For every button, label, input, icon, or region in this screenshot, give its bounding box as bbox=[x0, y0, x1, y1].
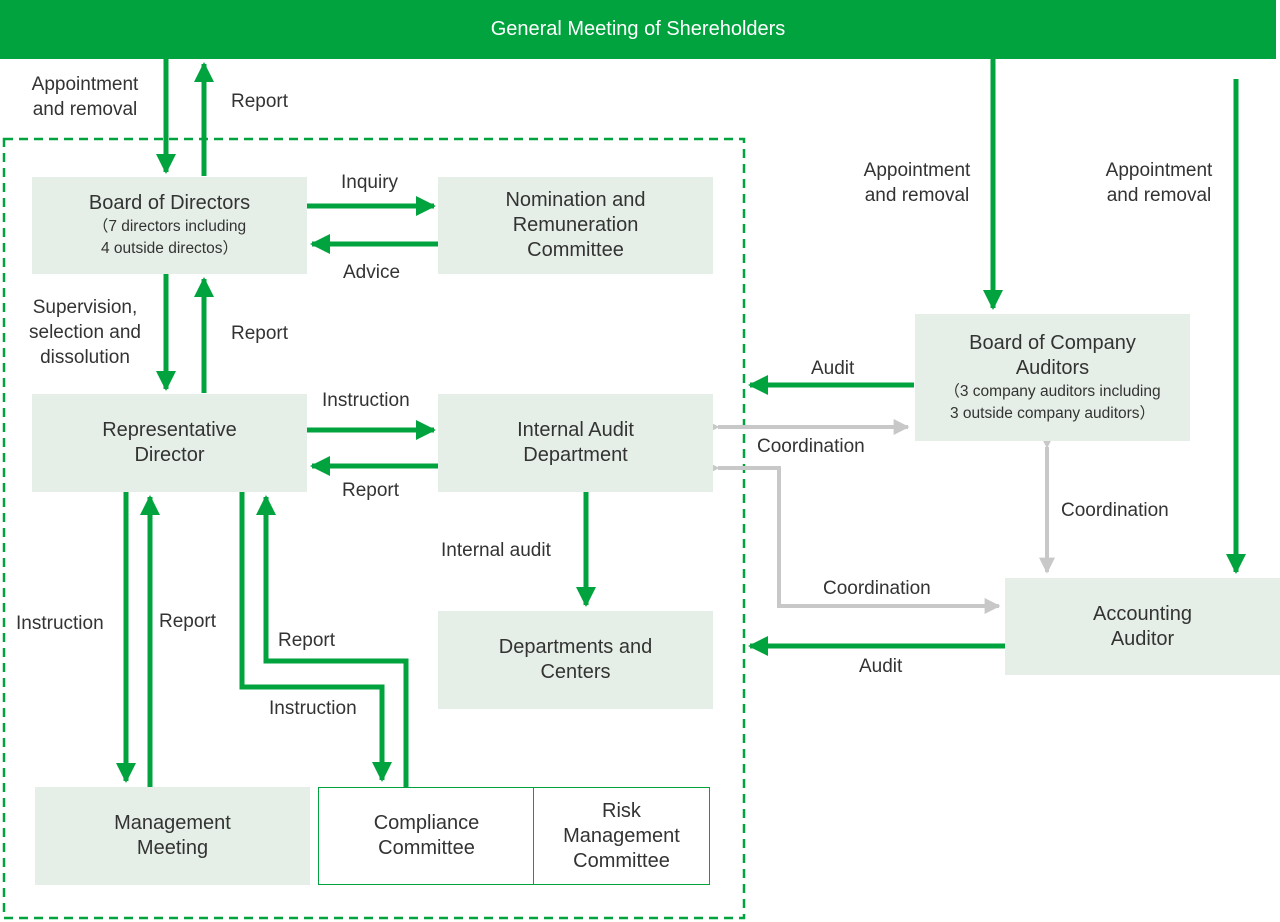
label-supervision: Supervision, selection and dissolution bbox=[20, 295, 150, 370]
management-line-1: Management bbox=[114, 812, 231, 834]
representative-line-2: Director bbox=[134, 444, 205, 466]
label-report-audit: Report bbox=[342, 480, 400, 501]
label-instruction-audit: Instruction bbox=[322, 390, 410, 411]
label-report-mgmt: Report bbox=[159, 611, 217, 632]
auditors-note-1: （3 company auditors including bbox=[944, 382, 1161, 400]
departments-box: Departments and Centers bbox=[438, 611, 713, 709]
label-line: selection and bbox=[29, 322, 141, 343]
nomination-line-2: Remuneration bbox=[512, 214, 639, 236]
label-line: Appointment bbox=[1105, 160, 1213, 181]
nomination-line-1: Nomination and bbox=[505, 189, 646, 211]
management-meeting-box: Management Meeting bbox=[35, 787, 310, 885]
risk-committee-box: Risk Management Committee bbox=[533, 787, 710, 885]
auditors-note-2: 3 outside company auditors） bbox=[949, 404, 1156, 422]
shareholders-meeting-banner: General Meeting of Shereholders bbox=[0, 0, 1276, 59]
label-audit-accounting: Audit bbox=[859, 656, 903, 677]
label-appointment-accounting: Appointment and removal bbox=[1095, 158, 1223, 208]
board-of-directors-note-2: 4 outside directos） bbox=[101, 240, 238, 257]
nomination-line-3: Committee bbox=[527, 239, 624, 261]
label-advice: Advice bbox=[343, 262, 401, 283]
board-of-directors-box: Board of Directors （7 directors includin… bbox=[32, 177, 307, 274]
label-internal-audit: Internal audit bbox=[441, 540, 551, 561]
label-line: Supervision, bbox=[32, 297, 138, 318]
accounting-auditor-box: Accounting Auditor bbox=[1005, 578, 1280, 675]
departments-line-1: Departments and bbox=[498, 636, 653, 658]
label-instruction-mgmt: Instruction bbox=[16, 613, 104, 634]
label-line: and removal bbox=[32, 99, 138, 120]
label-audit-board: Audit bbox=[811, 358, 855, 379]
label-appointment-auditors: Appointment and removal bbox=[853, 158, 981, 208]
label-line: and removal bbox=[864, 185, 970, 206]
arrow-report-compliance bbox=[256, 495, 409, 787]
auditors-line-2: Auditors bbox=[1015, 356, 1090, 379]
internal-audit-line-1: Internal Audit bbox=[517, 419, 634, 441]
label-instruction-compliance: Instruction bbox=[269, 698, 357, 719]
banner-title: General Meeting of Shereholders bbox=[490, 18, 786, 40]
label-report-board: Report bbox=[231, 323, 289, 344]
internal-audit-box: Internal Audit Department bbox=[438, 394, 713, 492]
board-of-directors-note-1: （7 directors including bbox=[92, 218, 247, 235]
label-line: dissolution bbox=[40, 347, 130, 368]
label-report-shareholders: Report bbox=[231, 91, 289, 112]
auditors-line-1: Board of Company bbox=[969, 331, 1136, 354]
nomination-committee-box: Nomination and Remuneration Committee bbox=[438, 177, 713, 274]
compliance-line-2: Committee bbox=[378, 837, 475, 859]
label-inquiry: Inquiry bbox=[341, 172, 399, 193]
accounting-line-2: Auditor bbox=[1110, 627, 1175, 650]
label-line: Appointment bbox=[31, 74, 139, 95]
risk-line-3: Committee bbox=[573, 849, 670, 872]
representative-line-1: Representative bbox=[102, 419, 237, 441]
board-of-directors-title: Board of Directors bbox=[88, 192, 251, 214]
arrow-instruction-compliance bbox=[239, 492, 392, 782]
label-coordination-auditors: Coordination bbox=[1061, 500, 1169, 521]
departments-line-2: Centers bbox=[540, 661, 611, 683]
representative-director-box: Representative Director bbox=[32, 394, 307, 492]
label-appointment-directors: Appointment and removal bbox=[22, 72, 148, 122]
compliance-committee-box: Compliance Committee bbox=[318, 787, 535, 885]
accounting-line-1: Accounting bbox=[1093, 602, 1192, 625]
management-line-2: Meeting bbox=[136, 837, 209, 859]
label-report-compliance: Report bbox=[278, 630, 336, 651]
label-line: and removal bbox=[1106, 185, 1212, 206]
label-coordination-accounting: Coordination bbox=[823, 578, 931, 599]
label-coordination-audit: Coordination bbox=[757, 436, 865, 457]
coordination-audit-accounting bbox=[703, 460, 1001, 614]
risk-line-2: Management bbox=[563, 824, 680, 847]
risk-line-1: Risk bbox=[602, 799, 641, 822]
board-of-auditors-box: Board of Company Auditors （3 company aud… bbox=[915, 314, 1190, 441]
compliance-line-1: Compliance bbox=[373, 812, 480, 834]
internal-audit-line-2: Department bbox=[523, 444, 628, 466]
label-line: Appointment bbox=[863, 160, 971, 181]
